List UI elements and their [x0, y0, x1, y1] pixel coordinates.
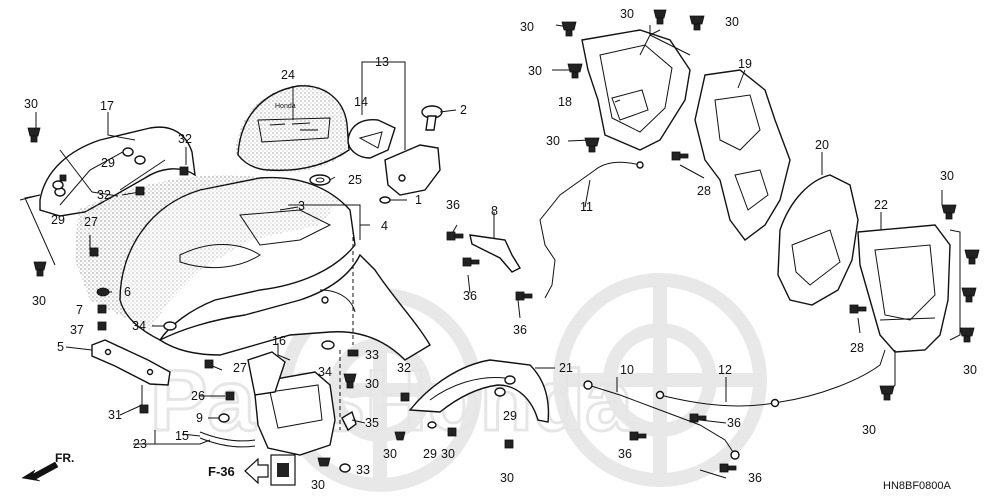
callout-32b: 32	[97, 188, 111, 202]
callout-7: 7	[76, 303, 83, 317]
callout-30a: 30	[24, 97, 38, 111]
decal-brand-text: Honda	[275, 103, 296, 110]
part-13-lid	[384, 144, 441, 196]
fasteners	[27, 9, 980, 473]
callout-22: 22	[874, 198, 888, 212]
part-14-pad	[347, 118, 396, 159]
callout-34a: 34	[132, 319, 146, 333]
callout-28b: 28	[850, 341, 864, 355]
part-10-cable	[583, 380, 740, 460]
part-25-grommet	[309, 174, 331, 186]
arrow-left-icon	[244, 457, 269, 485]
callout-29c: 29	[503, 409, 517, 423]
callout-15: 15	[175, 429, 189, 443]
callout-9: 9	[196, 411, 203, 425]
callout-13: 13	[375, 55, 389, 69]
callout-29a: 29	[101, 156, 115, 170]
part-23-storage-box	[199, 351, 336, 456]
part-17-front-guard	[39, 126, 196, 217]
callout-30m: 30	[441, 447, 455, 461]
callout-36f: 36	[748, 471, 762, 485]
direction-label: FR.	[55, 451, 74, 465]
front-direction-arrow: FR.	[21, 451, 74, 482]
part-2-knob	[421, 105, 443, 131]
part-19-inner-panel	[694, 69, 791, 241]
leader-lines	[19, 24, 961, 479]
page-reference-label: F-36	[208, 464, 235, 479]
callout-30d: 30	[620, 7, 634, 21]
part-1-washer	[379, 196, 391, 204]
callout-14: 14	[354, 95, 368, 109]
callout-37: 37	[70, 323, 84, 337]
callout-10: 10	[620, 363, 634, 377]
callout-25: 25	[348, 173, 362, 187]
callout-33b: 33	[356, 463, 370, 477]
part-11-rod	[539, 161, 644, 299]
callout-36a: 36	[446, 198, 460, 212]
page-reference[interactable]: F-36	[208, 454, 296, 486]
part-5-bracket	[91, 339, 171, 386]
callout-30i: 30	[963, 363, 977, 377]
callout-11: 11	[580, 200, 593, 214]
callout-30f: 30	[528, 64, 542, 78]
part-8-bracket	[469, 234, 521, 273]
part-24-center-cover: Honda	[235, 84, 350, 173]
callout-27b: 27	[233, 361, 247, 375]
callout-30l: 30	[383, 447, 397, 461]
callout-30b: 30	[32, 294, 46, 308]
callout-17: 17	[100, 99, 114, 113]
callout-5: 5	[57, 340, 64, 354]
callout-27a: 27	[84, 215, 98, 229]
callout-32a: 32	[178, 132, 192, 146]
part-18-side-panel	[581, 29, 691, 151]
callout-1: 1	[415, 193, 422, 207]
diagram-code: HN8BF0800A	[883, 480, 952, 492]
callout-36d: 36	[727, 416, 741, 430]
callout-12: 12	[718, 363, 732, 377]
callout-30n: 30	[500, 471, 514, 485]
callout-35: 35	[365, 416, 379, 430]
callout-18: 18	[558, 95, 572, 109]
callout-21: 21	[559, 361, 573, 375]
callout-31: 31	[108, 408, 122, 422]
part-20-side-cover	[777, 174, 859, 306]
grommet-icon	[277, 463, 289, 477]
callout-30j: 30	[862, 423, 876, 437]
callout-30k: 30	[365, 377, 379, 391]
callout-4: 4	[381, 219, 388, 233]
callout-19: 19	[738, 57, 752, 71]
callout-16: 16	[272, 334, 286, 348]
callout-labels: 1 2 3 4 5 6 7 8 9 10 11 12 13 14 15 16 1…	[24, 7, 977, 492]
callout-6: 6	[124, 285, 131, 299]
callout-2: 2	[460, 103, 467, 117]
callout-29b: 29	[51, 213, 65, 227]
part-22-side-cover	[857, 224, 951, 353]
part-21-inner-fender	[408, 359, 550, 423]
callout-36c: 36	[513, 323, 527, 337]
callout-36b: 36	[463, 289, 477, 303]
callout-32c: 32	[397, 361, 411, 375]
callout-30o: 30	[311, 478, 325, 492]
callout-29d: 29	[423, 447, 437, 461]
callout-26: 26	[191, 389, 205, 403]
callout-36e: 36	[618, 447, 632, 461]
callout-33a: 33	[365, 348, 379, 362]
callout-8: 8	[491, 204, 498, 218]
callout-24: 24	[281, 68, 295, 82]
callout-30h: 30	[940, 169, 954, 183]
callout-30e: 30	[725, 15, 739, 29]
callout-23: 23	[133, 437, 147, 451]
callout-3: 3	[298, 199, 305, 213]
callout-30g: 30	[546, 134, 560, 148]
callout-30c: 30	[520, 20, 534, 34]
part-35-clip	[341, 410, 357, 432]
part-12-cable	[655, 349, 886, 408]
part-4-front-fender	[75, 175, 431, 361]
callout-28a: 28	[697, 184, 711, 198]
callout-34b: 34	[318, 365, 332, 379]
callout-20: 20	[815, 138, 829, 152]
